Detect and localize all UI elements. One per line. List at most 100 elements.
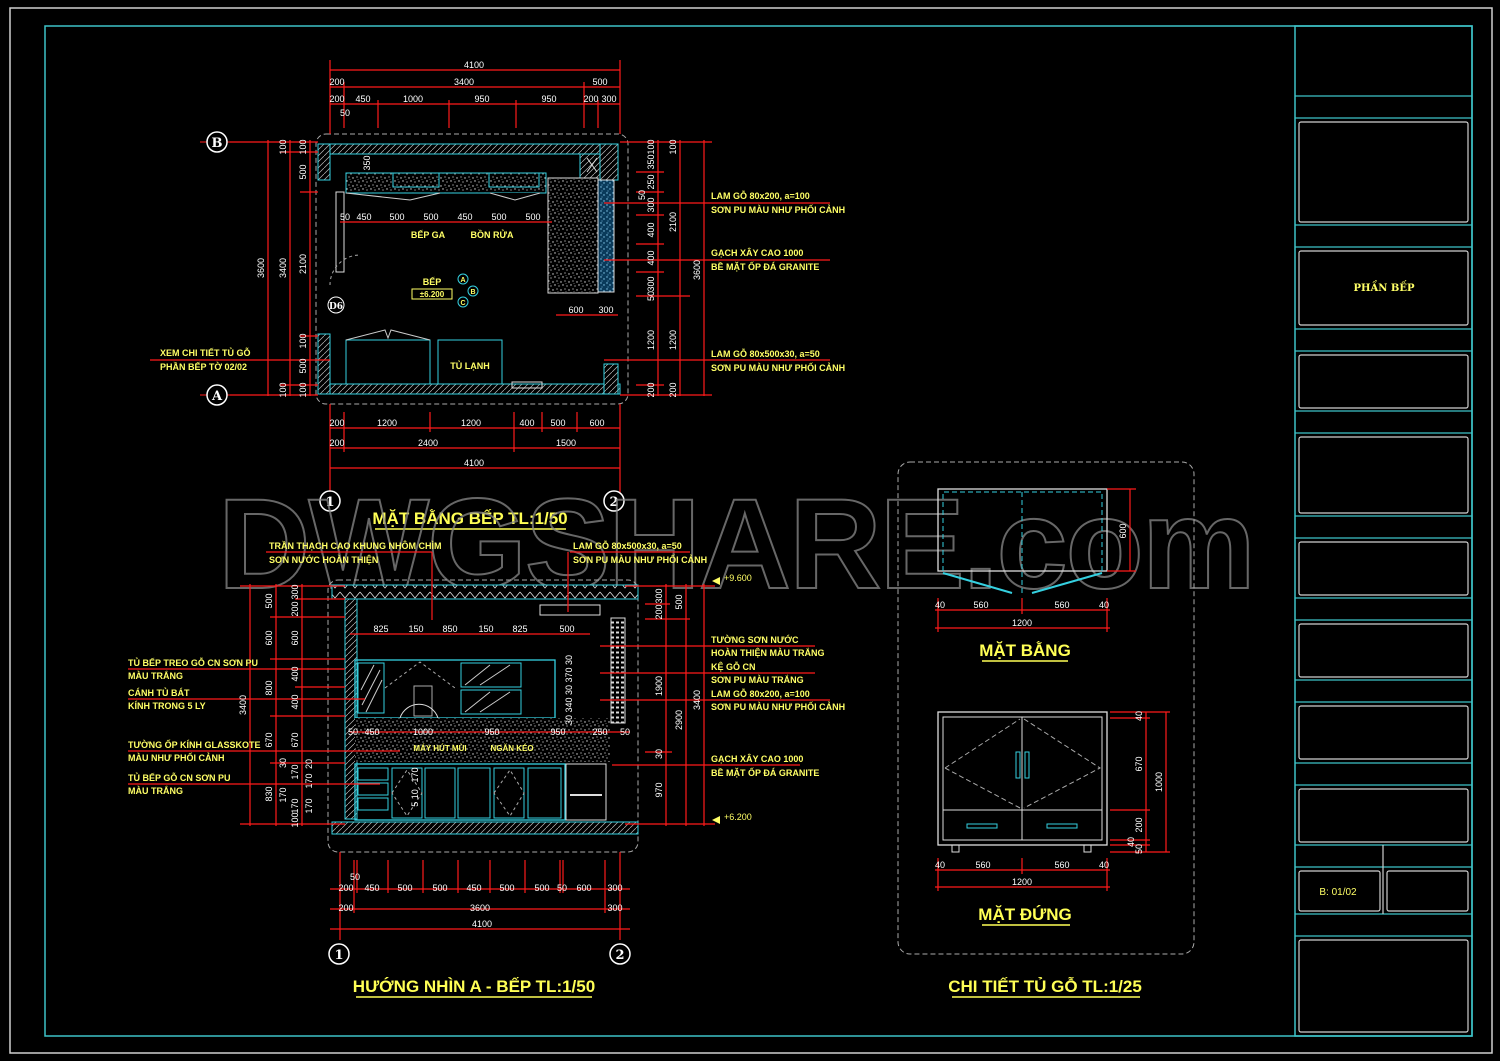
dim-text: 500 xyxy=(389,212,404,222)
dim-text: 250 xyxy=(592,727,607,737)
dim-text: 200 xyxy=(654,604,664,619)
dim-text: 3600 xyxy=(470,903,490,913)
dim-text: 200 xyxy=(1134,817,1144,832)
dim-text: 400 xyxy=(646,222,656,237)
dim-text: 2400 xyxy=(418,438,438,448)
dim-text: 50 xyxy=(557,883,567,893)
dim-text: 670 xyxy=(290,732,300,747)
dim-text: 500 xyxy=(525,212,540,222)
dim-text: 170 xyxy=(290,764,300,779)
dim-text: 500 xyxy=(423,212,438,222)
outer-frame xyxy=(9,7,1493,1054)
dim-text: 50 xyxy=(1134,844,1144,854)
note-text: KÍNH TRONG 5 LY xyxy=(128,701,206,711)
note-text: MÀU TRẮNG xyxy=(128,786,183,796)
dim-text: 560 xyxy=(973,600,988,610)
dim-text: 450 xyxy=(356,212,371,222)
dim-text: 560 xyxy=(1054,860,1069,870)
dim-text: 4100 xyxy=(472,919,492,929)
plan-title: MẶT BẰNG BẾP TL:1/50 xyxy=(372,509,567,528)
dim-text: 600 xyxy=(290,630,300,645)
section-name: PHẦN BẾP xyxy=(1354,281,1415,294)
dim-text: 300 xyxy=(601,94,616,104)
level-bottom: +6.200 xyxy=(724,812,752,822)
dim-text: 3600 xyxy=(256,258,266,278)
dim-text: 950 xyxy=(484,727,499,737)
hood-label: MÁY HÚT MÙI xyxy=(413,744,466,753)
dim-text: 1200 xyxy=(377,418,397,428)
dim-text: 50 xyxy=(340,212,350,222)
dim-text: 1200 xyxy=(668,330,678,350)
dim-text: 2100 xyxy=(298,254,308,274)
fridge-label: TỦ LẠNH xyxy=(450,360,490,371)
dim-text: 300 xyxy=(290,584,300,599)
dim-text: 200 xyxy=(329,438,344,448)
dim-text: 970 xyxy=(654,782,664,797)
dim-text: 200 xyxy=(646,382,656,397)
note-text: CÁNH TỦ BÁT xyxy=(128,687,190,698)
dim-text: 950 xyxy=(550,727,565,737)
dim-text: 500 xyxy=(298,358,308,373)
title-block: PHẦN BẾP B: 01/02 xyxy=(1294,25,1473,1037)
dim-text: 500 xyxy=(491,212,506,222)
dim-text: 2900 xyxy=(674,710,684,730)
dim-text: 1200 xyxy=(646,330,656,350)
cabinet-detail: 600 40 560 560 40 1200 MẶT BẰNG 40 670 2… xyxy=(897,461,1195,998)
dim-text: 40 xyxy=(935,600,945,610)
note-text: SƠN PU MÀU TRẮNG xyxy=(711,675,804,685)
dim-text: 1200 xyxy=(1012,618,1032,628)
note-text: PHẦN BẾP TỜ 02/02 xyxy=(160,361,247,372)
dim-text: 830 xyxy=(264,786,274,801)
dim-text: 560 xyxy=(1054,600,1069,610)
grid-bubble-2: 2 xyxy=(615,948,624,963)
note-text: TƯỜNG ỐP KÍNH GLASSKOTE xyxy=(128,739,261,750)
door-tag: D6 xyxy=(329,302,343,312)
note-text: MÀU TRẮNG xyxy=(128,671,183,681)
dim-text: 600 xyxy=(568,305,583,315)
note-text: TRẦN THẠCH CAO KHUNG NHÔM CHÌM xyxy=(269,540,442,551)
kitchen-elevation: MÁY HÚT MÙI NGĂN KÉO 825 150 850 150 825… xyxy=(128,540,845,998)
note-text: LAM GỖ 80x200, a=100 xyxy=(711,190,810,201)
note-text: MÀU NHƯ PHỐI CẢNH xyxy=(128,752,224,763)
dim-text: 200 xyxy=(668,382,678,397)
dim-text: 40 xyxy=(1126,837,1136,847)
note-text: BỀ MẶT ỐP ĐÁ GRANITE xyxy=(711,261,819,272)
note-text: SƠN PU MÀU NHƯ PHỐI CẢNH xyxy=(711,701,845,712)
section-mark-c: C xyxy=(460,300,465,307)
dim-text: 450 xyxy=(364,727,379,737)
dim-text: 1200 xyxy=(1012,877,1032,887)
dim-text: 500 xyxy=(534,883,549,893)
dim-text: 30 340 30 370 30 xyxy=(564,655,574,725)
dim-text: 4100 xyxy=(464,458,484,468)
dim-text: 950 xyxy=(474,94,489,104)
dim-text: 100 xyxy=(278,382,288,397)
dim-text: 500 xyxy=(550,418,565,428)
dim-text: 500 xyxy=(432,883,447,893)
note-text: KỆ GỖ CN xyxy=(711,661,756,672)
dim-text: 300 xyxy=(646,197,656,212)
stove-label: BẾP GA xyxy=(411,230,446,240)
dim-text: 500 xyxy=(674,594,684,609)
grid-bubble-a: A xyxy=(211,389,223,404)
grid-bubble-1: 1 xyxy=(334,948,343,963)
dim-text: 670 xyxy=(264,732,274,747)
dim-text: 3400 xyxy=(454,77,474,87)
dim-text: 825 xyxy=(373,624,388,634)
dim-text: 3400 xyxy=(692,690,702,710)
dim-text: 450 xyxy=(355,94,370,104)
dim-text: 400 xyxy=(519,418,534,428)
dim-text: 50 xyxy=(348,727,358,737)
plan-subtitle: MẶT BẰNG xyxy=(979,641,1071,660)
section-mark-b: B xyxy=(470,289,475,296)
dim-text: 3400 xyxy=(238,695,248,715)
dim-text: 600 xyxy=(589,418,604,428)
dim-text: 500 xyxy=(397,883,412,893)
dim-text: 800 xyxy=(264,680,274,695)
dim-text: 400 xyxy=(290,666,300,681)
dim-text: 200 xyxy=(583,94,598,104)
grid-bubble-1: 1 xyxy=(325,495,334,510)
dim-text: 40 xyxy=(1099,600,1109,610)
dim-text: 100 xyxy=(668,139,678,154)
dim-text: 50 xyxy=(620,727,630,737)
